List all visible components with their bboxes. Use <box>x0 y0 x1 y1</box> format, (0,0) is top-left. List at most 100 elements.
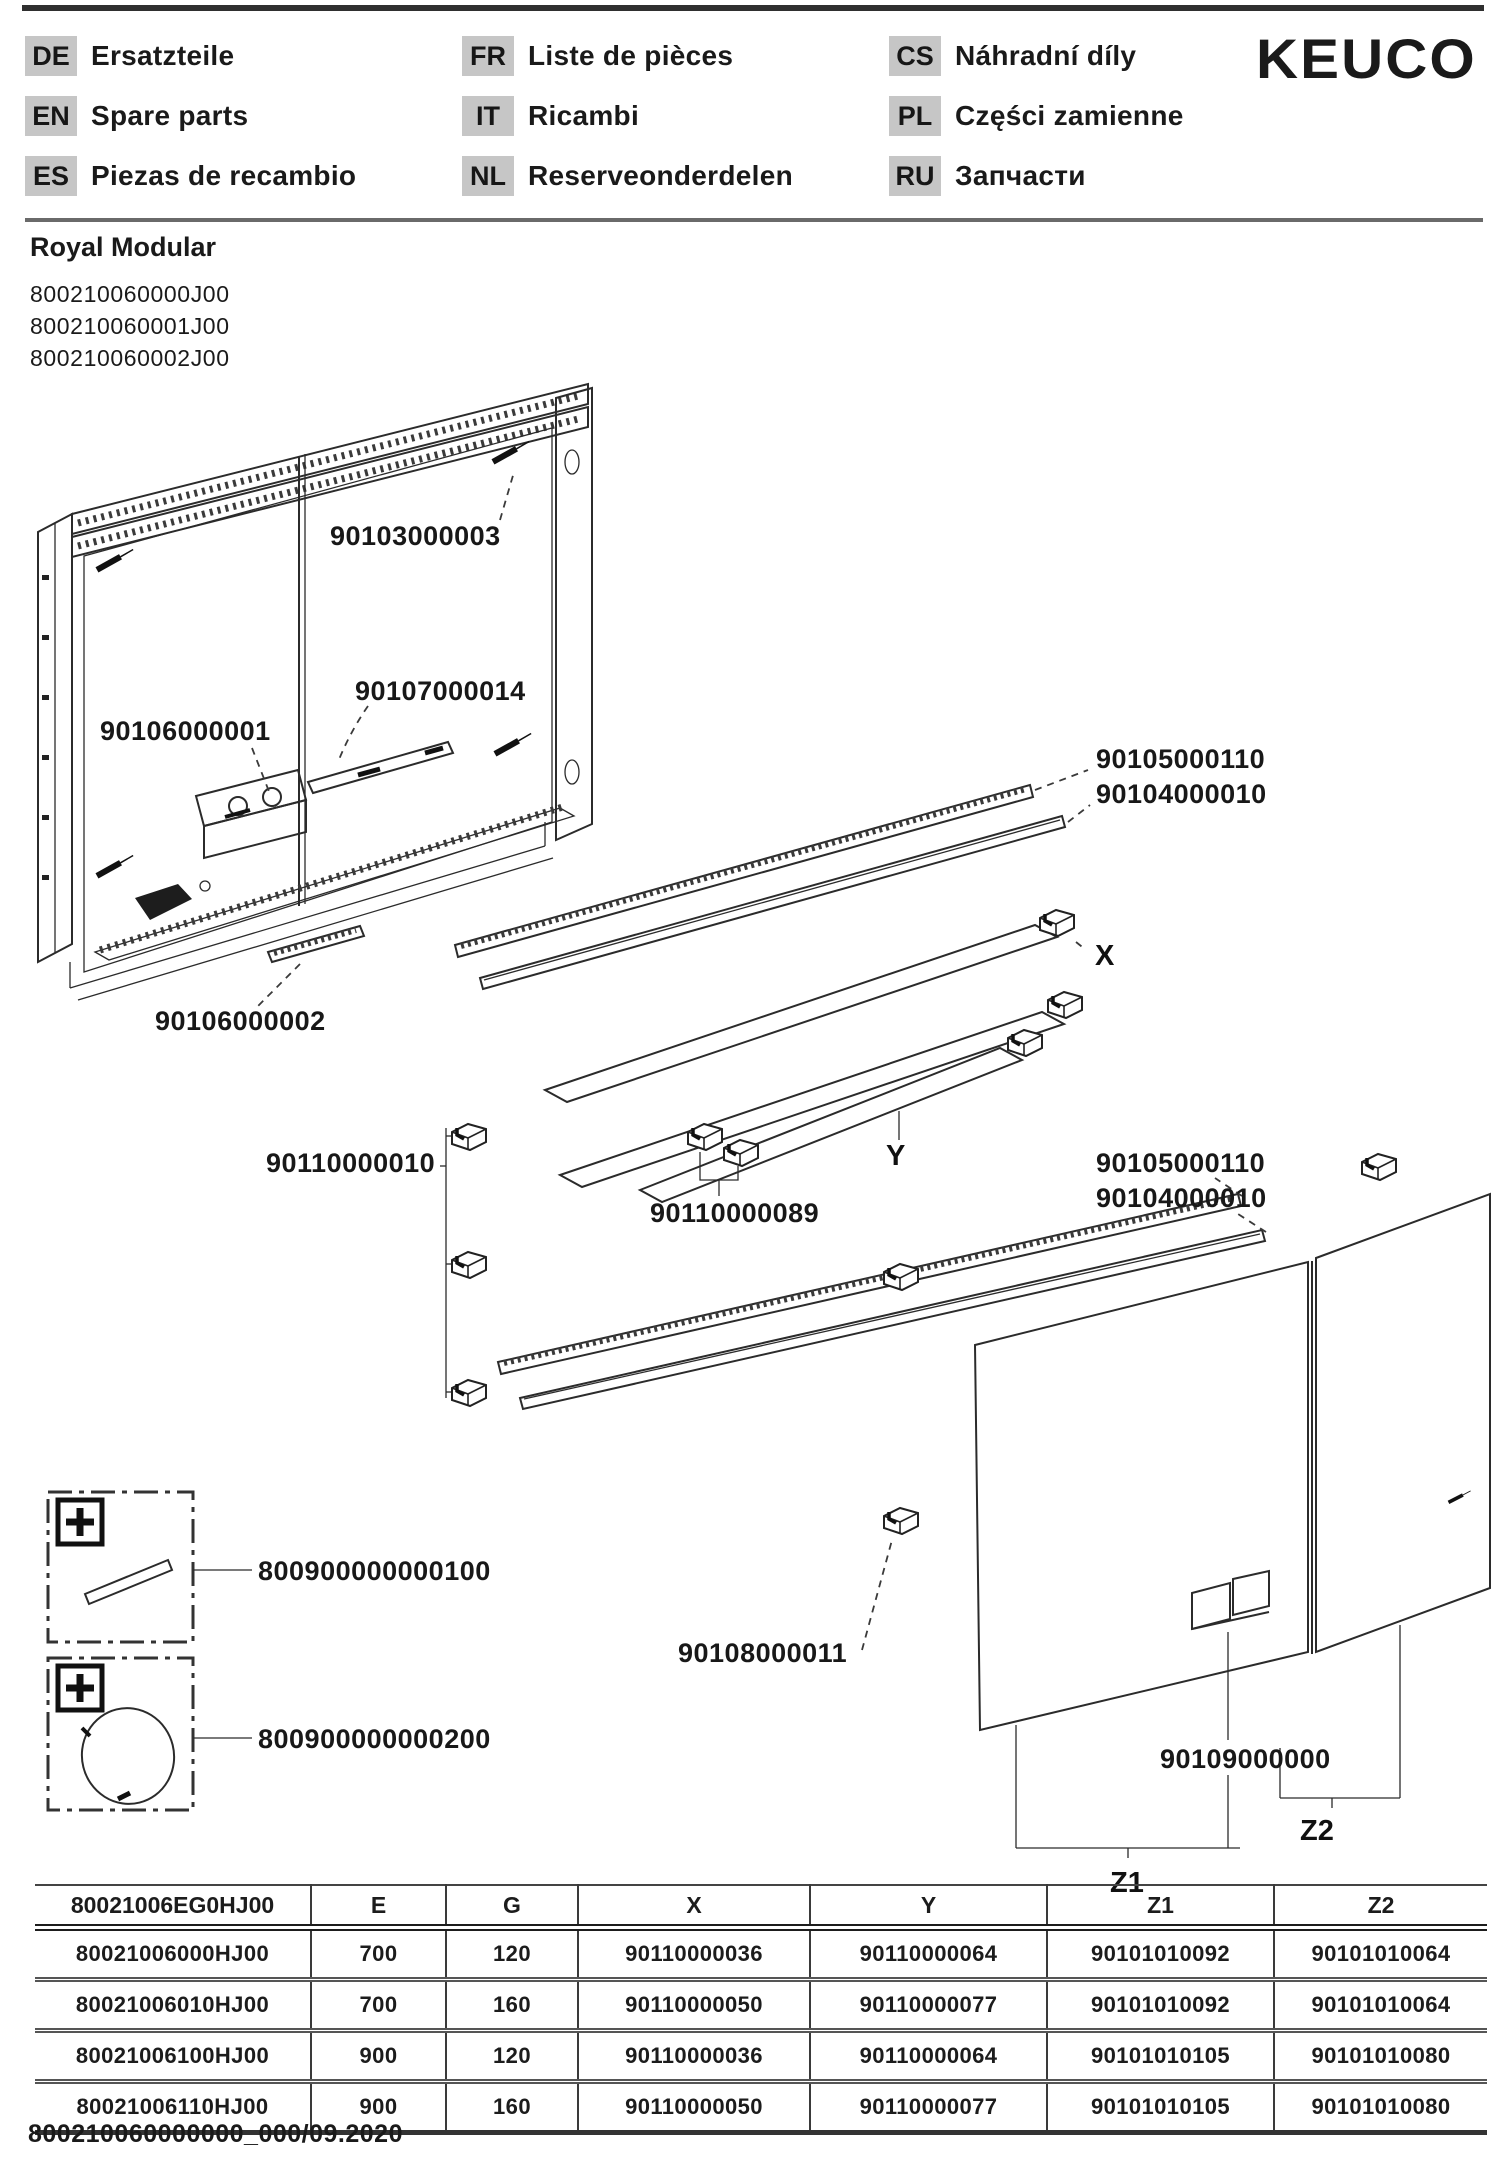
lower-profiles <box>496 1177 1267 1411</box>
keuco-logo: KEUCO <box>1256 27 1477 90</box>
bottom-cover-strip-part <box>257 924 366 1007</box>
lang-label-es: Piezas de recambio <box>91 160 357 191</box>
lang-tag-fr: FR <box>462 36 514 76</box>
screw-icon <box>1445 1489 1474 1505</box>
screw-icon <box>490 442 531 462</box>
lang-row-it: IT Ricambi <box>462 96 639 136</box>
dimension-z2 <box>1279 1625 1401 1808</box>
col-header: Z1 <box>1046 1885 1274 1931</box>
lang-tag-it: IT <box>462 96 514 136</box>
hinge-block <box>135 884 192 920</box>
part-label: 90104000010 <box>1096 1183 1267 1213</box>
shelf-clip-icon <box>450 1122 488 1152</box>
part-label: 90108000011 <box>678 1638 847 1668</box>
plus-icon <box>55 1497 105 1547</box>
cell: 90110000064 <box>809 1927 1047 1980</box>
shelf-clip-icon <box>1006 1028 1044 1058</box>
part-label: 90105000110 <box>1096 744 1265 774</box>
lang-tag-en: EN <box>25 96 77 136</box>
col-header: X <box>577 1885 810 1931</box>
product-title: Royal Modular <box>30 232 217 262</box>
cell: 160 <box>445 2079 578 2133</box>
cell: 90110000064 <box>809 2028 1047 2082</box>
table-row: 80021006110HJ00 900 160 90110000050 9011… <box>35 2079 1487 2133</box>
cell: 900 <box>310 2079 446 2133</box>
perforated-top-rail <box>77 391 583 527</box>
part-label: 90105000110 <box>1096 1148 1265 1178</box>
cell: 90101010105 <box>1046 2028 1274 2082</box>
lang-tag-nl: NL <box>462 156 514 196</box>
variant-number: 800210060001J00 <box>30 313 230 339</box>
lang-tag-ru: RU <box>889 156 941 196</box>
table-header-row: 80021006EG0HJ00 E G X Y Z1 Z2 <box>35 1885 1487 1931</box>
cell: 700 <box>310 1927 446 1980</box>
cell: 90101010080 <box>1273 2028 1487 2082</box>
screw-icon <box>94 550 135 570</box>
lang-row-ru: RU Запчасти <box>889 156 1086 196</box>
lang-label-pl: Części zamienne <box>955 100 1184 131</box>
cell: 80021006100HJ00 <box>35 2028 311 2082</box>
cell: 90110000050 <box>577 1977 810 2031</box>
exploded-view-diagram: 90103000003 90107000014 90106000001 9010… <box>37 382 1491 1895</box>
part-label: 90107000014 <box>355 676 526 706</box>
door-clip-icon <box>882 1262 920 1292</box>
inner-light-rail-part <box>306 705 455 795</box>
lang-label-ru: Запчасти <box>955 160 1086 191</box>
cell: 700 <box>310 1977 446 2031</box>
cell: 90110000050 <box>577 2079 810 2133</box>
door-bracket-part <box>1191 1569 1270 1740</box>
lang-row-en: EN Spare parts <box>25 96 248 136</box>
cell: 90101010092 <box>1046 1927 1274 1980</box>
part-label: 90104000010 <box>1096 779 1267 809</box>
col-header: Z2 <box>1273 1885 1487 1931</box>
col-header: E <box>310 1885 446 1931</box>
marker-z2: Z2 <box>1300 1815 1334 1847</box>
drive-unit-part <box>194 747 308 860</box>
shelf-clip-icon <box>450 1250 488 1280</box>
screw-icon <box>492 734 533 754</box>
part-label: 800900000000100 <box>258 1556 491 1586</box>
cell: 80021006000HJ00 <box>75 1941 270 1966</box>
cell: 90110000077 <box>809 1977 1047 2031</box>
shelf-clip-icon <box>450 1378 488 1408</box>
part-label: 90103000003 <box>330 521 501 551</box>
part-label: 800900000000200 <box>258 1724 491 1754</box>
lang-row-es: ES Piezas de recambio <box>25 156 356 196</box>
variant-number: 800210060002J00 <box>30 345 230 371</box>
part-label: 90106000001 <box>100 716 271 746</box>
cabinet-frame <box>37 382 593 1001</box>
part-label: 90109000000 <box>1160 1744 1331 1774</box>
shelf-clip-icon <box>722 1138 760 1168</box>
door-clip-icon <box>882 1506 920 1536</box>
screw-icon <box>94 856 135 876</box>
cell: 90110000077 <box>809 2079 1047 2133</box>
col-header: Y <box>809 1885 1047 1931</box>
header-divider <box>25 218 1483 222</box>
lang-label-de: Ersatzteile <box>91 40 235 71</box>
cell: 90110000036 <box>577 1927 810 1980</box>
cell: 90110000036 <box>577 2028 810 2082</box>
col-header: G <box>445 1885 578 1931</box>
cell: 120 <box>445 2028 578 2082</box>
table-row: 80021006010HJ00 700 160 90110000050 9011… <box>35 1977 1487 2031</box>
cell: 90101010064 <box>1273 1927 1487 1980</box>
lang-label-en: Spare parts <box>91 100 249 131</box>
lang-row-cs: CS Náhradní díly <box>889 36 1136 76</box>
lang-label-fr: Liste de pièces <box>528 40 734 71</box>
door-clip-icon <box>1360 1152 1398 1182</box>
shelf-clip-icon <box>1046 990 1084 1020</box>
cell: 90101010064 <box>1273 1977 1487 2031</box>
accessory-box-strip <box>46 1490 252 1644</box>
cell: 90101010092 <box>1046 1977 1274 2031</box>
cell: 120 <box>445 1927 578 1980</box>
shelf-holder-mid-set <box>686 1122 760 1196</box>
variant-list: 800210060000J00 800210060001J00 80021006… <box>30 278 230 374</box>
lang-row-nl: NL Reserveonderdelen <box>462 156 793 196</box>
cell: 90101010080 <box>1273 2079 1487 2133</box>
top-rule <box>22 5 1484 11</box>
lang-label-nl: Reserveonderdelen <box>528 160 793 191</box>
parts-table: 80021006EG0HJ00 E G X Y Z1 Z2 8002100600… <box>35 1884 1487 2135</box>
mirror-doors <box>861 1152 1491 1732</box>
perforated-bottom-rail <box>98 802 568 954</box>
lang-tag-de: DE <box>25 36 77 76</box>
